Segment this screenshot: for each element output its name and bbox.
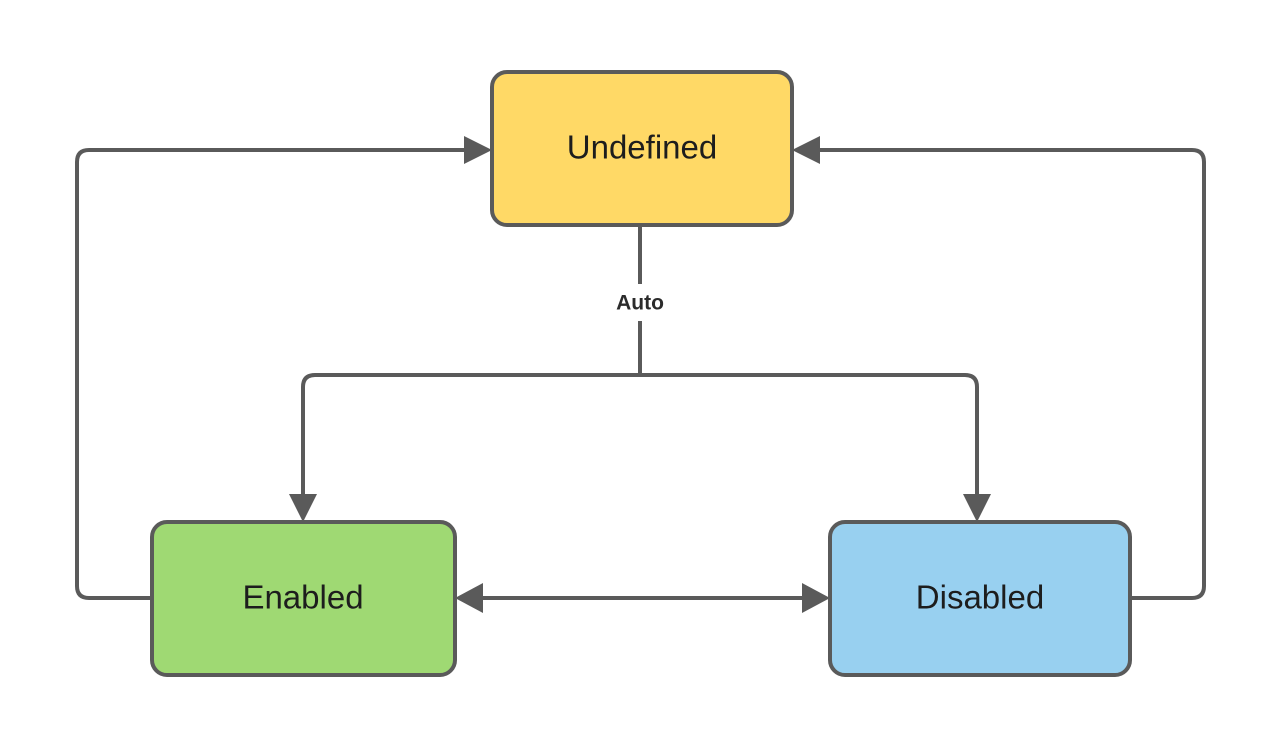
arrowhead-into-undefined-left [464, 136, 492, 164]
edge-auto-branch-disabled-path [640, 373, 979, 494]
auto-label-background [595, 284, 685, 321]
node-enabled[interactable]: Enabled [150, 520, 457, 677]
arrowhead-into-disabled-top [963, 494, 991, 522]
edge-enabled-to-undefined-path [75, 148, 478, 600]
node-undefined[interactable]: Undefined [490, 70, 794, 227]
edge-enabled-disabled-bidirectional[interactable] [455, 583, 830, 613]
node-enabled-shape[interactable] [150, 520, 457, 677]
arrowhead-into-undefined-right [792, 136, 820, 164]
node-undefined-shape[interactable] [490, 70, 794, 227]
edge-disabled-to-undefined-path [806, 148, 1206, 600]
edge-enabled-to-undefined[interactable] [75, 136, 492, 600]
edge-auto-branch-enabled-path [301, 373, 640, 494]
arrowhead-into-enabled-top [289, 494, 317, 522]
edge-undefined-auto-fork[interactable] [289, 225, 991, 522]
edge-disabled-to-undefined[interactable] [792, 136, 1206, 600]
node-disabled-shape[interactable] [828, 520, 1132, 677]
edge-label-layer: Auto [595, 284, 685, 321]
node-disabled[interactable]: Disabled [828, 520, 1132, 677]
arrowhead-into-disabled-left [802, 583, 830, 613]
arrowhead-into-enabled-right [455, 583, 483, 613]
